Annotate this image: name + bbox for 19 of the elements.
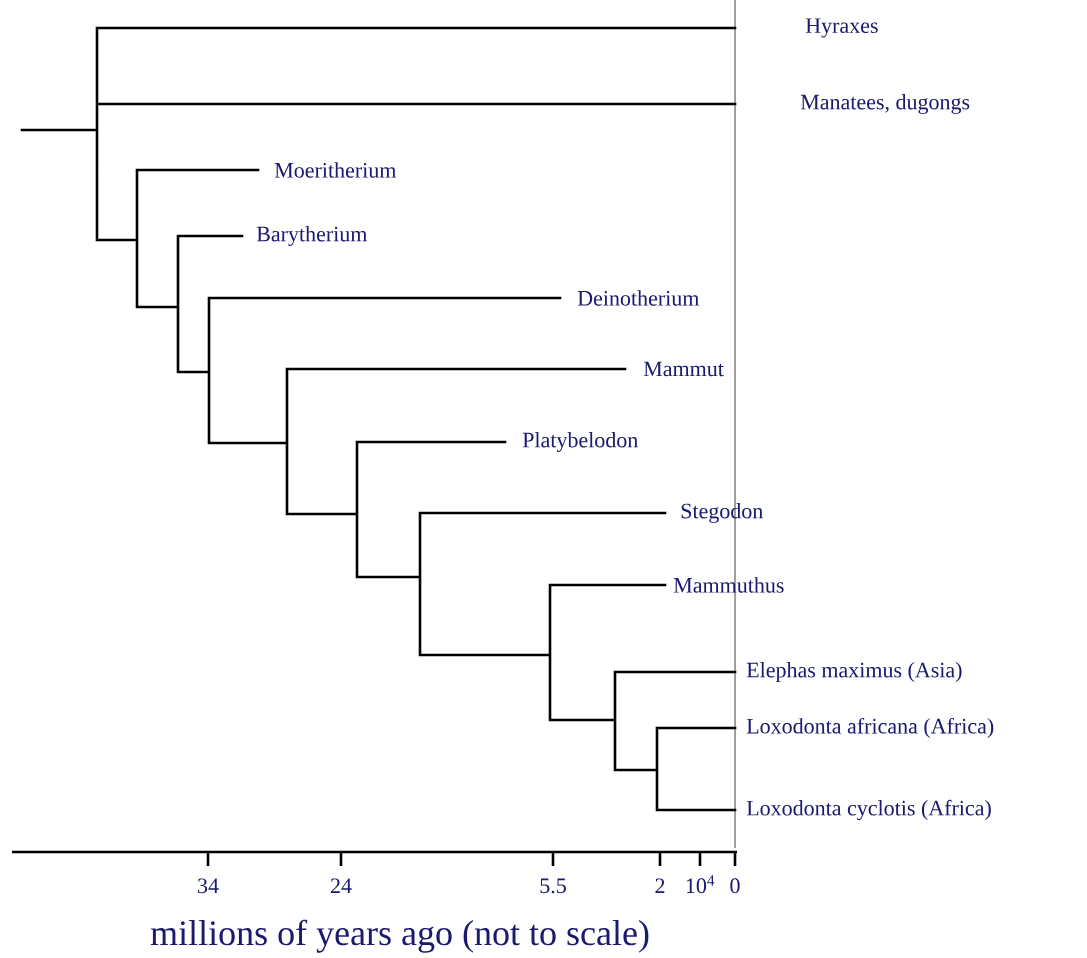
taxon-label: Stegodon <box>681 503 763 523</box>
taxon-label: Mammuthus <box>673 577 784 593</box>
tick-label: 24 <box>331 878 352 893</box>
taxon-label: Moeritherium <box>274 162 397 178</box>
taxon-label: Platybelodon <box>522 432 638 452</box>
tick-label: 34 <box>198 878 219 894</box>
taxon-label: Deinotherium <box>577 290 700 306</box>
tick-label: 10$^{4}$ <box>686 875 715 894</box>
taxon-label: Elephas maximus (Asia) <box>746 662 962 682</box>
taxon-label: Hyraxes <box>805 18 878 38</box>
taxon-label: Loxodonta cyclotis (Africa) <box>746 799 991 821</box>
tick-label: 2 <box>655 878 665 893</box>
taxon-label: Barytherium <box>256 226 368 246</box>
taxon-label: Mammut <box>643 361 724 377</box>
tick-label: 0 <box>730 878 740 894</box>
axis-title: millions of years ago (not to scale) <box>150 919 649 953</box>
taxon-label: Manatees, dugongs <box>800 94 970 114</box>
tick-label: 5.5 <box>540 878 566 894</box>
taxon-label: Loxodonta africana (Africa) <box>746 717 994 739</box>
